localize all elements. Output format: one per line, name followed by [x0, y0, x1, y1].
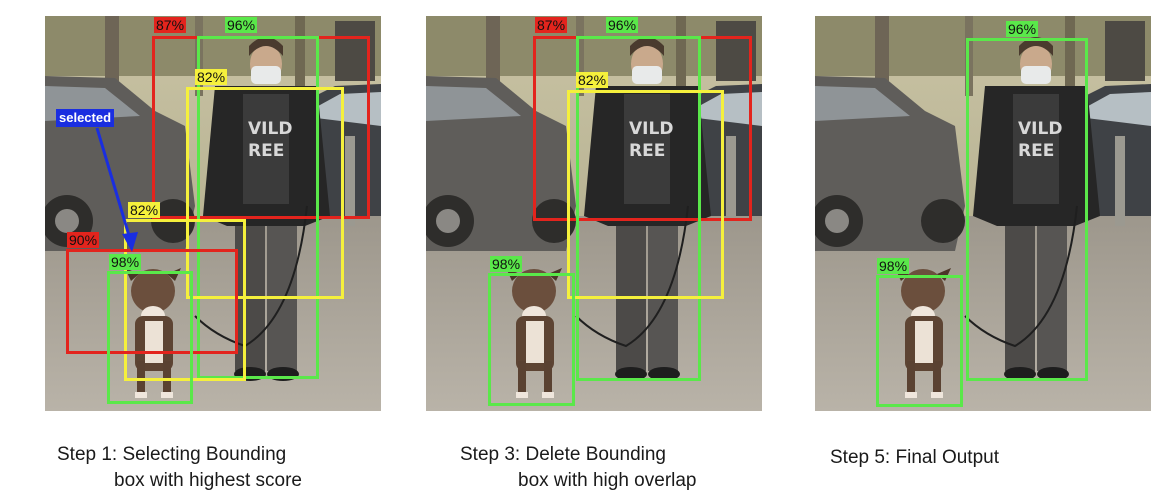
bbox-dog-98	[488, 273, 575, 406]
bbox-dog-90	[66, 249, 238, 354]
caption-step-5: Step 5: Final Output	[830, 447, 999, 468]
score-label: 82%	[195, 69, 228, 85]
score-label: 98%	[490, 256, 523, 272]
panel-step-1: 87% 96% 82% 82% 90% 98% selected	[45, 16, 381, 411]
caption-step-1-line-1: Step 1: Selecting Bounding	[57, 444, 287, 465]
bbox-person-82	[186, 87, 344, 299]
score-label: 96%	[606, 17, 639, 33]
score-label: 98%	[877, 258, 910, 274]
bbox-person-82	[567, 90, 724, 299]
selected-arrow-icon	[95, 127, 138, 252]
score-label: 90%	[67, 232, 100, 248]
bbox-dog-98	[107, 271, 193, 404]
score-label: 98%	[109, 254, 142, 270]
caption-step-3-line-1: Step 3: Delete Bounding	[460, 444, 666, 465]
score-label: 96%	[1006, 21, 1039, 37]
bbox-dog-82	[124, 219, 246, 381]
score-label: 87%	[154, 17, 187, 33]
score-label: 82%	[576, 72, 609, 88]
bbox-person-96	[966, 38, 1088, 381]
bbox-dog-98	[876, 275, 963, 407]
panel-step-3: 87% 96% 82% 98%	[426, 16, 762, 411]
bbox-person-96	[576, 36, 701, 381]
score-label: 87%	[535, 17, 568, 33]
score-label: 96%	[225, 17, 258, 33]
panel-step-5: 96% 98%	[815, 16, 1151, 411]
score-label: 82%	[128, 202, 161, 218]
caption-step-1-line-2: box with highest score	[114, 470, 302, 491]
selected-label: selected	[56, 109, 115, 127]
caption-step-3-line-2: box with high overlap	[518, 470, 697, 491]
bbox-person-96	[197, 36, 319, 379]
